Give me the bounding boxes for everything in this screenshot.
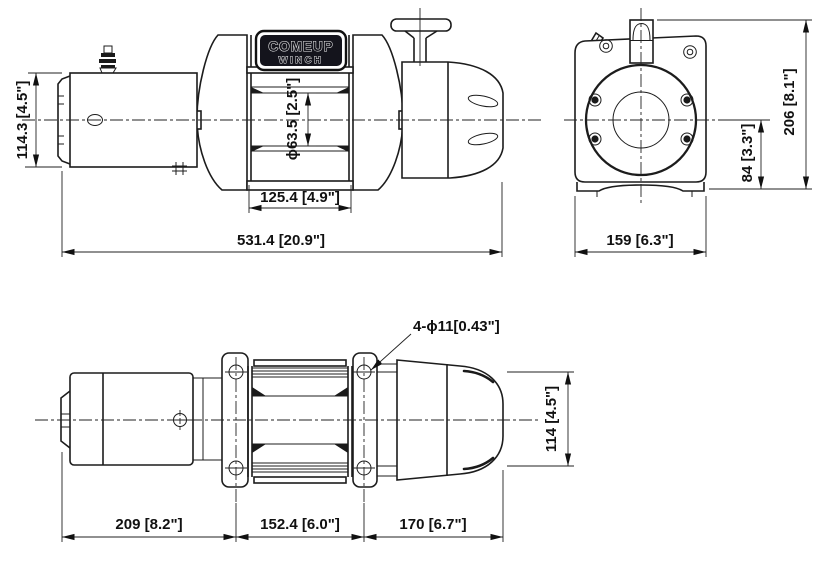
dim-drum-diameter-text: ϕ63.5 [2.5"] <box>284 78 301 161</box>
dim-drum-length: 125.4 [4.9"] <box>248 185 352 213</box>
mount-hole-callout-text: 4-ϕ11[0.43"] <box>413 318 500 335</box>
dim-mount-length-text: 152.4 [6.0"] <box>260 516 340 533</box>
dim-end-width-text: 159 [6.3"] <box>606 232 673 249</box>
end-view: 206 [8.1"] 84 [3.3"] 159 [6.3"] <box>564 8 812 257</box>
dim-motor-length-text: 209 [8.2"] <box>115 516 182 533</box>
clutch-t-handle <box>390 8 452 66</box>
flange-bolts <box>588 93 694 146</box>
dim-drum-diameter: ϕ63.5 [2.5"] <box>252 78 316 161</box>
dim-overall-length: 531.4 [20.9"] <box>61 171 503 257</box>
front-view: COMEUP WINCH 114.3 [4.5"] ϕ63.5 [2.5"] 1… <box>14 8 543 257</box>
badge-brand-text: COMEUP <box>268 39 333 54</box>
dim-overall-length-text: 531.4 [20.9"] <box>237 232 325 249</box>
drum-support-right <box>352 34 408 191</box>
dim-end-base-to-center-text: 84 [3.3"] <box>739 124 756 183</box>
brand-badge: COMEUP WINCH <box>254 29 348 72</box>
badge-product-text: WINCH <box>279 55 324 66</box>
dim-front-height: 114.3 [4.5"] <box>14 72 62 168</box>
dim-top-frame-height-text: 114 [4.5"] <box>543 386 560 452</box>
dim-top-lengths: 209 [8.2"] 152.4 [6.0"] 170 [6.7"] <box>61 452 504 542</box>
dim-front-height-text: 114.3 [4.5"] <box>14 81 31 160</box>
dim-end-base-to-center: 84 [3.3"] <box>726 119 770 189</box>
dim-end-overall-height: 206 [8.1"] <box>657 19 812 190</box>
plate-bolt-right-icon <box>683 45 697 59</box>
top-motor-assembly <box>60 372 222 466</box>
mount-hole-callout: 4-ϕ11[0.43"] <box>370 318 500 371</box>
badge-plate <box>260 35 342 66</box>
dim-end-width: 159 [6.3"] <box>574 196 707 257</box>
grease-fitting-icon <box>99 45 117 74</box>
t-handle-end <box>629 19 654 64</box>
top-view: 4-ϕ11[0.43"] 114 [4.5"] 209 [8.2"] 152.4… <box>35 318 574 542</box>
dim-gear-length-text: 170 [6.7"] <box>399 516 466 533</box>
leader-line <box>370 333 412 371</box>
mount-bolt-holes <box>225 357 375 503</box>
plate-bolt-left-icon <box>599 39 613 53</box>
dim-top-frame-height: 114 [4.5"] <box>507 371 574 467</box>
dim-drum-length-text: 125.4 [4.9"] <box>260 189 340 206</box>
top-cable-drum <box>247 359 353 484</box>
clamp-bolt-icon <box>172 162 187 175</box>
dim-end-overall-height-text: 206 [8.1"] <box>781 68 798 135</box>
mounting-feet <box>576 182 705 192</box>
drum-support-left <box>192 34 248 191</box>
